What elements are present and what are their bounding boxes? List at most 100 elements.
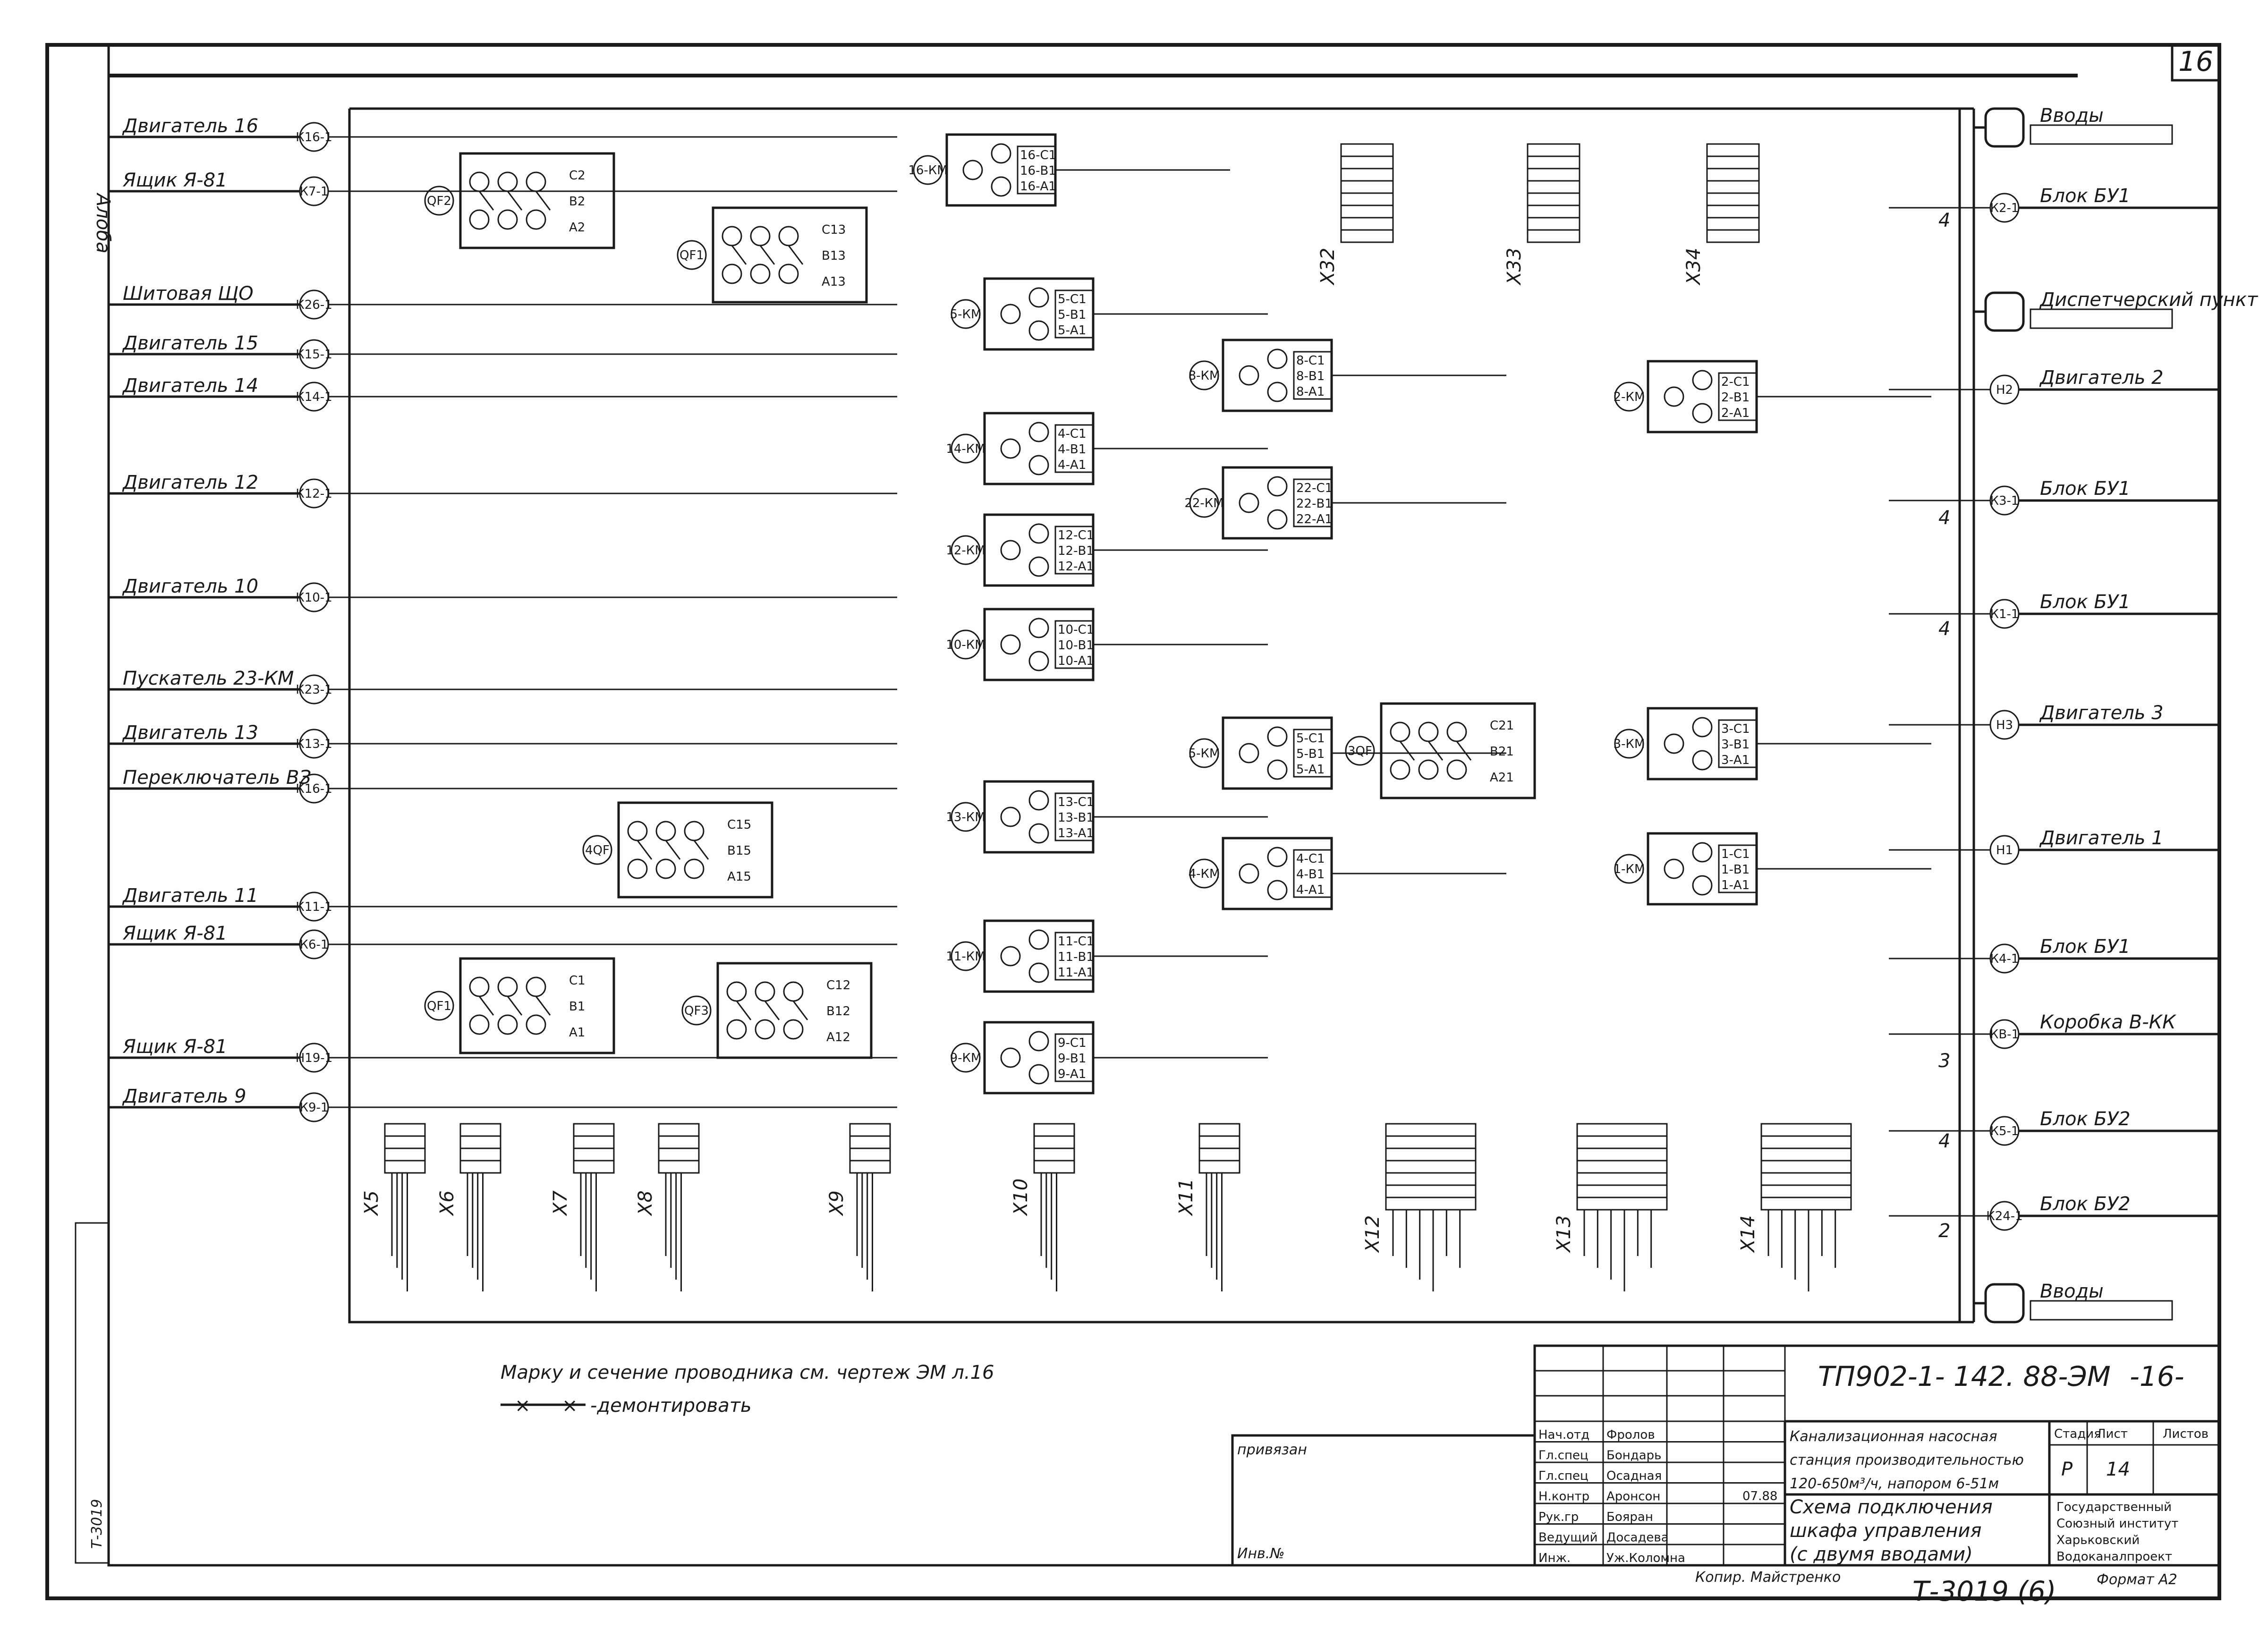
wire-count: 4 <box>1938 507 1950 529</box>
relay-block: 5-КМ5-С15-В15-А1 <box>1189 716 1506 790</box>
breaker-switch-blade <box>731 245 747 265</box>
right-terminal-code: КВ-1 <box>1990 1027 2019 1042</box>
breaker-phase-a: А2 <box>569 221 585 235</box>
breaker-contact-bottom <box>750 263 771 284</box>
relay-id-circle <box>951 802 981 832</box>
left-terminal-code: К9-1 <box>300 1101 329 1115</box>
signature-name: Уж.Коломна <box>1606 1551 1685 1565</box>
relay-contact-2 <box>1692 403 1713 424</box>
relay-wire-1: 2-С1 <box>1721 375 1750 389</box>
breaker-switch-blade <box>535 996 551 1016</box>
breaker-phase-c: С12 <box>826 978 850 993</box>
relay-contact-4 <box>1239 492 1259 513</box>
relay-contact-4 <box>1664 386 1684 407</box>
relay-contact-6 <box>1028 523 1049 544</box>
left-label: Двигатель 14 <box>122 375 258 397</box>
left-label: Ящик Я-81 <box>122 923 227 944</box>
breaker-contact-top <box>726 981 747 1002</box>
breaker-id-circle <box>677 240 707 270</box>
relay-contact-6 <box>1028 790 1049 811</box>
breaker-contact-bottom <box>1390 759 1410 780</box>
relay-id: 13-КМ <box>946 810 985 824</box>
org-3: Харьковский <box>2056 1533 2140 1547</box>
relay-id: 5-КМ <box>950 307 982 322</box>
relay-contact-4 <box>1239 863 1259 884</box>
relay-contact-2 <box>1267 509 1288 530</box>
terminal-id: Х9 <box>826 1190 848 1216</box>
relay-contact-2 <box>1028 556 1049 577</box>
breaker-contact-top <box>684 821 705 841</box>
terminal-block: Х5 <box>361 1123 426 1291</box>
relay-contact-6 <box>991 143 1011 164</box>
relay-wire-3: 10-А1 <box>1058 654 1094 668</box>
doc-code-mark: -16- <box>2130 1360 2184 1392</box>
left-terminal-code: К26-1 <box>296 298 332 312</box>
breaker-switch-blade <box>1427 741 1444 761</box>
left-label: Двигатель 16 <box>122 115 258 137</box>
relay-contact-2 <box>1267 759 1288 780</box>
left-terminal-code: Н19-1 <box>296 1051 333 1065</box>
breaker-box <box>716 962 873 1059</box>
breaker-phase-b: В13 <box>822 249 846 263</box>
relay-contact-6 <box>1028 929 1049 950</box>
relay-wire-1: 8-С1 <box>1296 354 1325 368</box>
relay-wire-3: 22-А1 <box>1296 512 1333 526</box>
right-label: Вводы <box>2040 105 2104 127</box>
breaker-contact-bottom <box>497 1014 518 1035</box>
relay-contact-2 <box>1028 651 1049 671</box>
privyazan-label: привязан <box>1237 1442 1307 1458</box>
breaker-phase-b: В1 <box>569 1000 585 1014</box>
right-device-body <box>2030 124 2173 145</box>
terminal-strip <box>1760 1123 1852 1211</box>
relay-id-circle <box>1614 854 1644 884</box>
relay-id: 12-КМ <box>946 543 985 558</box>
breaker-contact-top <box>755 981 775 1002</box>
breaker-switch-blade <box>693 840 709 860</box>
relay-wire-1: 16-С1 <box>1020 148 1056 162</box>
sheets-header: Листов <box>2163 1427 2209 1441</box>
copied-by: Копир. Майстренко <box>1695 1569 1841 1586</box>
relay-id: 22-КМ <box>1184 496 1223 510</box>
relay-id-circle <box>951 535 981 565</box>
terminal-block: Х9 <box>826 1123 891 1291</box>
relay-contact-4 <box>962 160 983 180</box>
breaker-contact-top <box>1390 721 1410 742</box>
signature-role: Гл.спец <box>1538 1469 1588 1483</box>
relay-blocks: 16-КМ16-С116-В116-А15-КМ5-С15-В15-А18-КМ… <box>908 133 1931 1095</box>
relay-id: 10-КМ <box>946 638 985 652</box>
breaker-phase-a: А1 <box>569 1026 585 1040</box>
right-label: Вводы <box>2040 1281 2104 1302</box>
signature-role: Инж. <box>1538 1551 1571 1565</box>
breaker-switch-blade <box>1399 741 1415 761</box>
breaker-contact-top <box>1446 721 1467 742</box>
breaker-id-circle <box>681 995 712 1026</box>
relay-wire-3: 5-А1 <box>1296 763 1325 777</box>
terminal-block: Х14 <box>1737 1123 1852 1291</box>
right-terminal-code: К3-1 <box>1990 494 2019 508</box>
left-label: Двигатель 13 <box>122 722 258 744</box>
relay-id-circle <box>1614 729 1644 759</box>
stage-value: Р <box>2061 1459 2073 1480</box>
breaker-id-circle <box>424 991 454 1021</box>
relay-wire-2: 4-В1 <box>1058 442 1086 457</box>
terminal-id: Х7 <box>550 1190 571 1216</box>
relay-id: 14-КМ <box>946 442 985 456</box>
relay-wire-2: 9-В1 <box>1058 1052 1086 1066</box>
relay-contact-6 <box>1267 476 1288 497</box>
relay-contact-4 <box>1000 438 1021 459</box>
terminal-block: Х10 <box>1010 1123 1075 1291</box>
relay-wire-1: 12-С1 <box>1058 528 1094 543</box>
breaker-id-circle <box>582 835 612 865</box>
relay-wire-3: 16-А1 <box>1020 179 1056 194</box>
relay-id-circle <box>1189 488 1219 518</box>
stage-header: Стадия <box>2054 1427 2101 1441</box>
relay-contact-2 <box>1692 750 1713 771</box>
breaker-switch-blade <box>736 1001 752 1020</box>
right-terminal-code: К24-1 <box>1986 1209 2022 1223</box>
relay-wire-2: 13-В1 <box>1058 811 1094 825</box>
right-label: Коробка В-КК <box>2040 1011 2176 1033</box>
relay-block: 8-КМ8-С18-В18-А1 <box>1189 339 1506 412</box>
